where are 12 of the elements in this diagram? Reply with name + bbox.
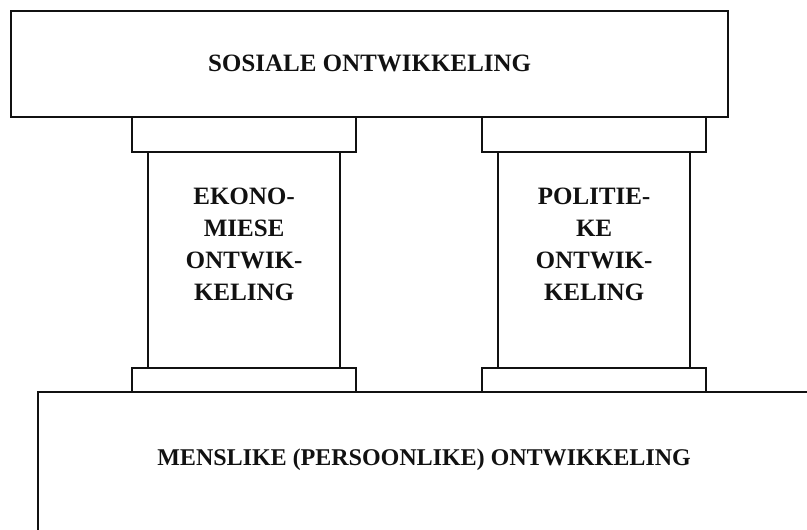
pillar-box: [147, 151, 341, 369]
pillar-box: [497, 151, 691, 369]
pillar-capital: [481, 116, 707, 153]
pillar-capital: [131, 116, 357, 153]
node-text: POLITIE- KE ONTWIK- KELING: [534, 182, 654, 308]
node-text: MENSLIKE (PERSOONLIKE) ONTWIKKELING: [156, 444, 692, 473]
node-text: EKONO- MIESE ONTWIK- KELING: [184, 182, 304, 308]
band-box: [10, 10, 729, 118]
node-text: SOSIALE ONTWIKKELING: [206, 49, 532, 79]
pillar-base: [131, 367, 357, 393]
band-box: [37, 391, 807, 530]
pillar-base: [481, 367, 707, 393]
